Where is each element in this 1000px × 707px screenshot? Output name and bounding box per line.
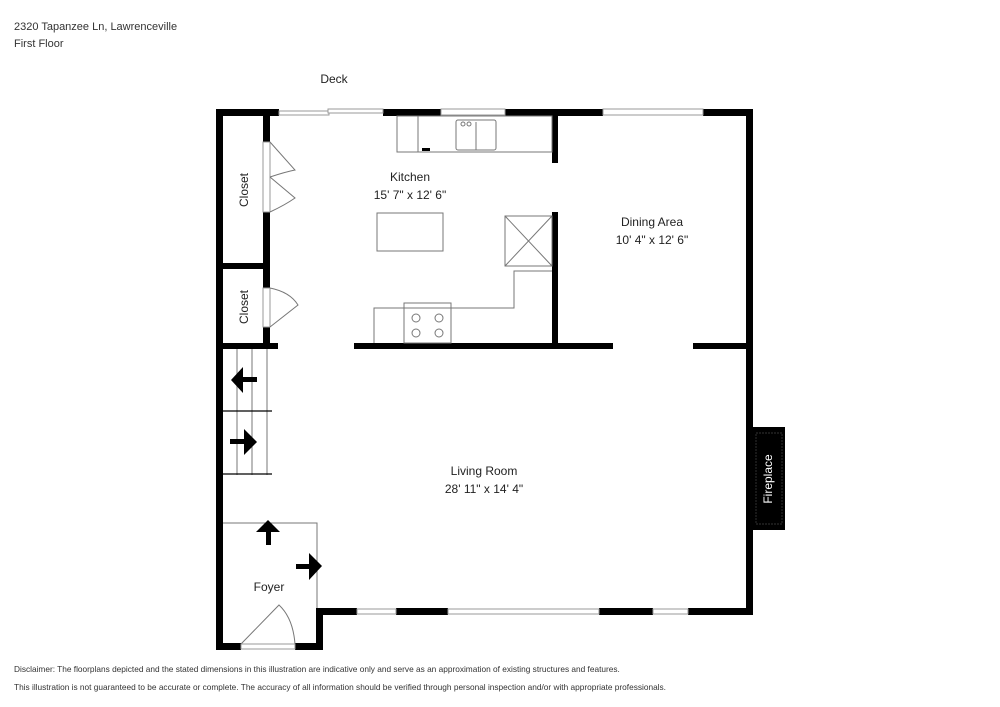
- disclaimer-line-1: Disclaimer: The floorplans depicted and …: [14, 664, 620, 674]
- interior-walls: [216, 109, 753, 349]
- living-room-label: Living Room: [451, 464, 518, 478]
- floor-label: First Floor: [14, 38, 64, 50]
- windows: [240, 108, 704, 650]
- dining-dimensions: 10' 4" x 12' 6": [616, 233, 688, 247]
- entry-door: [240, 604, 296, 645]
- property-address: 2320 Tapanzee Ln, Lawrenceville: [14, 21, 178, 33]
- dining-label: Dining Area: [621, 215, 683, 229]
- kitchen-fixtures: [373, 115, 553, 344]
- arrow-right-icon: [296, 553, 322, 580]
- living-room-dimensions: 28' 11" x 14' 4": [445, 482, 523, 496]
- disclaimer-line-2: This illustration is not guaranteed to b…: [14, 682, 666, 692]
- fireplace-label: Fireplace: [761, 454, 775, 504]
- foyer-area: [223, 520, 322, 645]
- kitchen-dimensions: 15' 7" x 12' 6": [374, 188, 446, 202]
- closet-upper-label: Closet: [237, 172, 251, 207]
- deck-label: Deck: [320, 72, 348, 86]
- stair-arrow-right-icon: [230, 429, 257, 455]
- fireplace: Fireplace: [753, 427, 785, 530]
- foyer-label: Foyer: [254, 580, 285, 594]
- kitchen-label: Kitchen: [390, 170, 430, 184]
- closet-doors: [262, 141, 299, 328]
- arrow-up-icon: [256, 520, 280, 545]
- stair-arrow-left-icon: [231, 367, 257, 393]
- stairs: [223, 349, 272, 475]
- closet-lower-label: Closet: [237, 289, 251, 324]
